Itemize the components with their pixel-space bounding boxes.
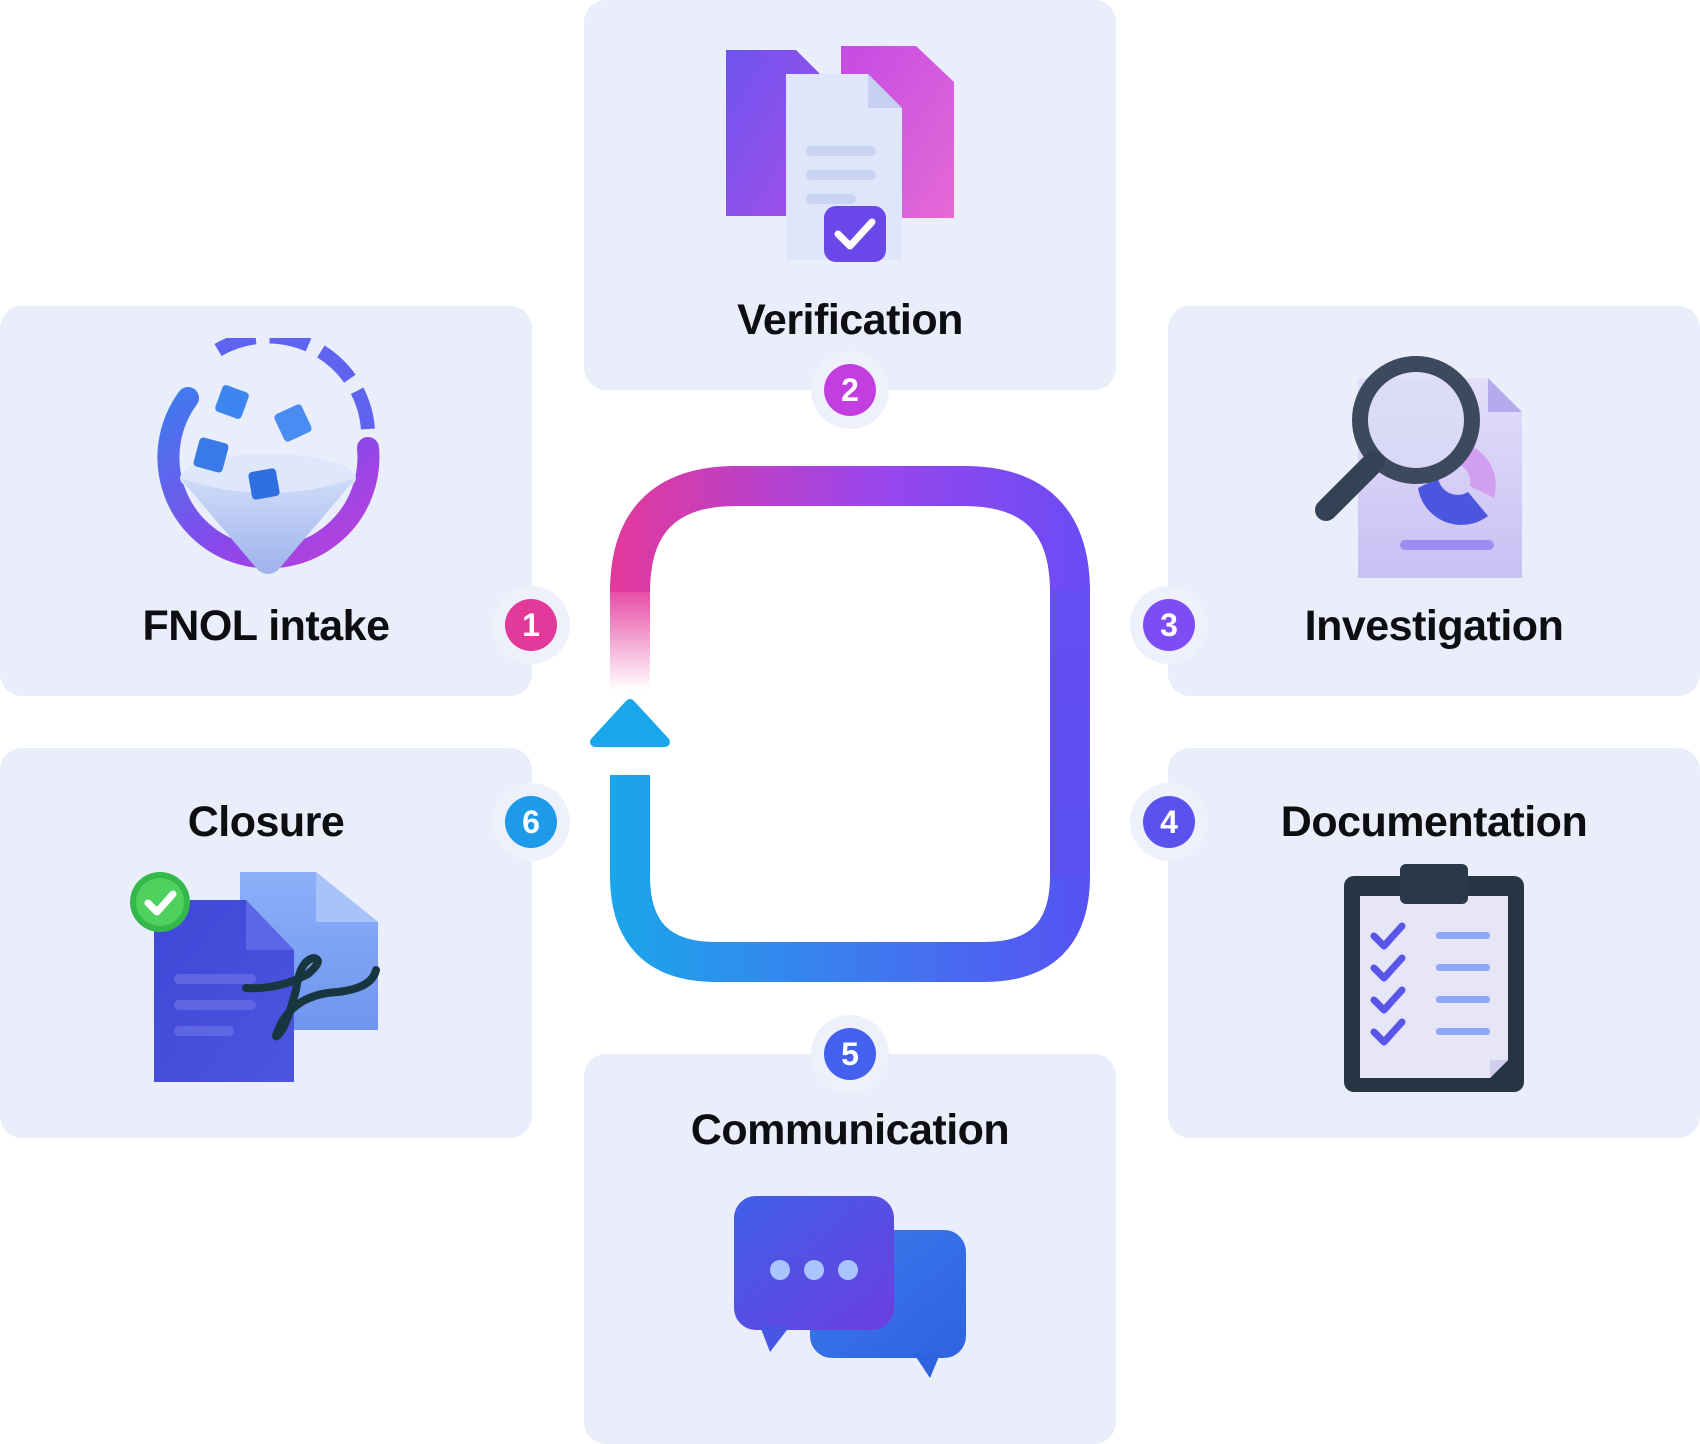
step-label: Communication — [690, 1106, 1010, 1154]
step-number: 1 — [505, 599, 557, 651]
step-card-documentation: Documentation — [1168, 748, 1700, 1138]
loop-arrow-head — [590, 699, 670, 747]
step-label: Closure — [187, 798, 345, 846]
clipboard-checklist-icon — [1344, 864, 1524, 1092]
step-number-badge-5: 5 — [811, 1015, 889, 1093]
step-card-investigation: Investigation — [1168, 306, 1700, 696]
signed-document-icon — [130, 872, 380, 1082]
funnel-intake-icon — [157, 338, 380, 574]
step-number-badge-1: 1 — [492, 586, 570, 664]
verified-documents-icon — [726, 46, 954, 262]
loop-bottom-segment — [610, 775, 1090, 982]
magnifier-document-icon — [1315, 356, 1522, 578]
loop-top-segment — [610, 466, 1090, 593]
step-card-verification: Verification — [584, 0, 1116, 390]
step-number-badge-2: 2 — [811, 351, 889, 429]
chat-bubbles-icon — [734, 1196, 966, 1378]
step-label: Investigation — [1304, 602, 1564, 650]
step-number: 3 — [1143, 599, 1195, 651]
step-card-fnol-intake: FNOL intake — [0, 306, 532, 696]
step-number: 4 — [1143, 796, 1195, 848]
step-card-closure: Closure — [0, 748, 532, 1138]
step-number-badge-4: 4 — [1130, 783, 1208, 861]
step-label: Documentation — [1280, 798, 1588, 846]
step-label: FNOL intake — [142, 602, 390, 650]
step-number-badge-6: 6 — [492, 783, 570, 861]
step-number-badge-3: 3 — [1130, 586, 1208, 664]
step-card-communication: Communication — [584, 1054, 1116, 1444]
step-number: 2 — [824, 364, 876, 416]
step-number: 5 — [824, 1028, 876, 1080]
step-number: 6 — [505, 796, 557, 848]
step-label: Verification — [737, 296, 963, 344]
